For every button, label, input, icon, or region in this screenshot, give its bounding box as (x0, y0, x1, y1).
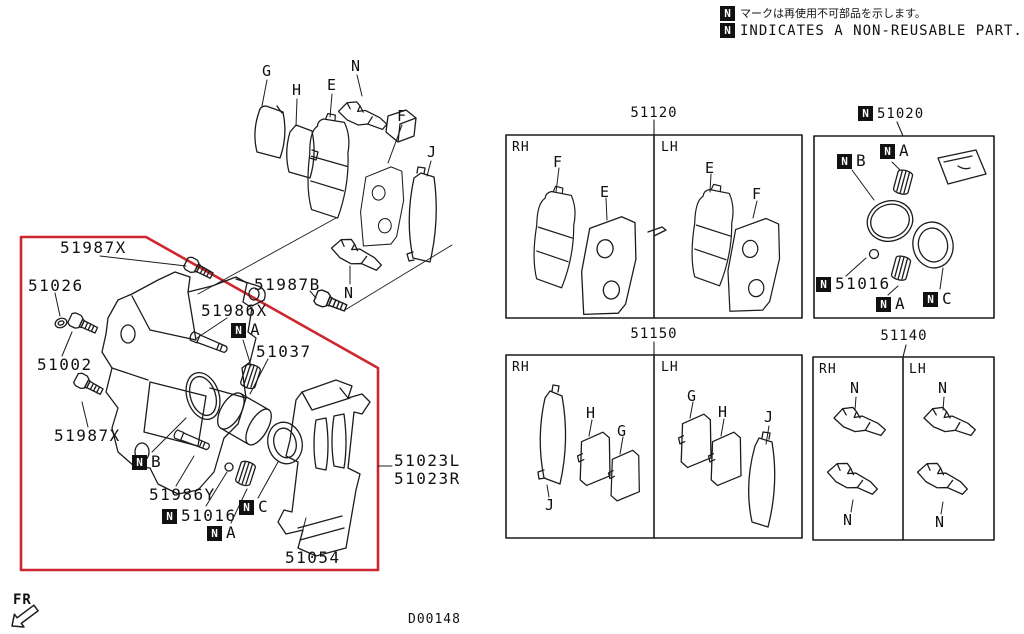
label-kit-c: N C (923, 291, 953, 307)
panel-51020-box (813, 135, 995, 319)
label-kit-a-bottom: N A (876, 296, 906, 312)
panel-51150-lh: LH (661, 360, 679, 375)
callout-e: E (327, 76, 337, 94)
label-51002: 51002 (37, 355, 93, 374)
fr-label: FR (13, 592, 32, 608)
panel-51120-rh: RH (512, 140, 530, 155)
panel-51120-title: 51120 (630, 105, 678, 121)
non-reusable-icon: N (876, 296, 891, 312)
panel-51140-title: 51140 (880, 328, 928, 344)
label-51023r: 51023R (394, 469, 461, 488)
label-kit-51016: N 51016 (816, 276, 891, 292)
callout-n-lh-top: N (938, 379, 948, 397)
callout-n-lh-bottom: N (935, 513, 945, 531)
panel-51140-drawing (824, 396, 978, 515)
panel-51020-drawing (845, 149, 987, 296)
non-reusable-icon: N (207, 525, 222, 541)
pad-set-drawing (254, 99, 437, 272)
non-reusable-icon: N (231, 322, 246, 338)
callout-f: F (397, 107, 407, 125)
ball-51016-drawing (224, 462, 234, 472)
panel-51120-lh: LH (661, 140, 679, 155)
label-51037: 51037 (256, 342, 312, 361)
bushing-a2-drawing (234, 459, 257, 488)
callout-h: H (292, 81, 302, 99)
label-51016: N 51016 (162, 508, 237, 524)
highlight-region-outline (19, 235, 380, 572)
panel-51020-title: N 51020 (858, 106, 924, 121)
note-english-text: INDICATES A NON-REUSABLE PART. (740, 22, 1023, 39)
fr-arrow-icon (11, 604, 39, 628)
piston-seal-drawing (185, 371, 221, 421)
callout-g-rh: G (617, 422, 627, 440)
bolt-51987x-bottom-drawing (72, 371, 106, 399)
panel-51150-rh: RH (512, 360, 530, 375)
panel-boxes (505, 119, 995, 541)
callout-g: G (262, 62, 272, 80)
panel-51150-drawing (537, 384, 776, 528)
piston-drawing (216, 392, 272, 446)
callout-j: J (427, 143, 437, 161)
callout-h-lh: H (718, 403, 728, 421)
callout-n: N (351, 57, 361, 75)
label-51987b: 51987B (254, 275, 321, 294)
label-ref-b: N B (132, 454, 162, 470)
non-reusable-icon: N (858, 106, 873, 121)
non-reusable-icon: N (880, 143, 895, 159)
label-ref-a-2: N A (207, 525, 237, 541)
drawing-code: D00148 (408, 612, 461, 627)
note-english: N INDICATES A NON-REUSABLE PART. (720, 23, 1023, 38)
bolt-51987x-top-drawing (182, 255, 216, 283)
label-51986x: 51986X (201, 301, 268, 320)
note-japanese-text: マークは再使用不可部品を示します。 (740, 7, 926, 20)
non-reusable-icon: N (162, 508, 177, 524)
label-51986y: 51986Y (149, 485, 216, 504)
label-51026: 51026 (28, 276, 84, 295)
callout-n-rh-top: N (850, 379, 860, 397)
non-reusable-icon: N (720, 23, 735, 38)
non-reusable-icon: N (837, 153, 852, 169)
non-reusable-icon: N (923, 291, 938, 307)
panel-51140-lh: LH (909, 362, 927, 377)
callout-f-lh: F (752, 185, 762, 203)
non-reusable-icon: N (239, 499, 254, 515)
panel-51150-title: 51150 (630, 326, 678, 342)
label-51987x-bottom: 51987X (54, 426, 121, 445)
leader-lines (54, 74, 453, 549)
callout-g-lh: G (687, 387, 697, 405)
label-51987x-top: 51987X (60, 238, 127, 257)
label-kit-b: N B (837, 153, 867, 169)
panel-51140-rh: RH (819, 362, 837, 377)
non-reusable-icon: N (132, 454, 147, 470)
callout-j-rh: J (545, 496, 555, 514)
label-ref-c: N C (239, 499, 269, 515)
callout-f-rh: F (553, 153, 563, 171)
non-reusable-icon: N (720, 6, 735, 21)
callout-e-lh: E (705, 159, 715, 177)
non-reusable-icon: N (816, 276, 831, 292)
callout-j-lh: J (764, 408, 774, 426)
note-japanese: N マークは再使用不可部品を示します。 (720, 6, 926, 21)
grommet-drawing (54, 317, 68, 329)
label-51023l: 51023L (394, 451, 461, 470)
label-51054: 51054 (285, 548, 341, 567)
bracket-drawing (277, 379, 371, 557)
label-ref-a-1: N A (231, 322, 261, 338)
label-kit-a-top: N A (880, 143, 910, 159)
panel-51120-drawing (529, 167, 786, 322)
callout-e-rh: E (600, 183, 610, 201)
callout-n-rh-bottom: N (843, 511, 853, 529)
callout-h-rh: H (586, 404, 596, 422)
callout-n-clip: N (344, 284, 354, 302)
